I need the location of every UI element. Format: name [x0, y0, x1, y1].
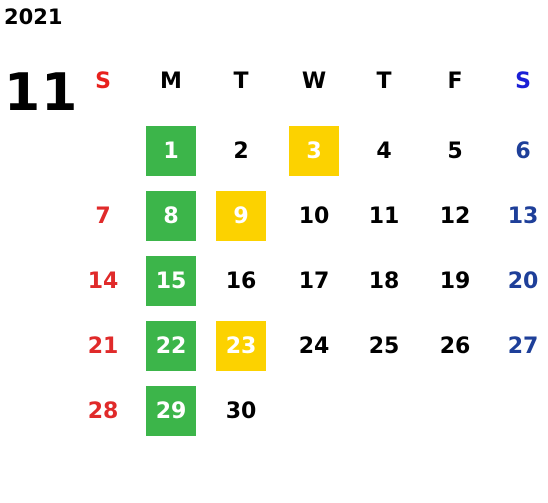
day-cell-8[interactable]: 8 — [146, 191, 196, 241]
weekday-header: F — [447, 68, 463, 94]
day-cell-24[interactable]: 24 — [298, 333, 330, 359]
day-cell-21[interactable]: 21 — [87, 333, 119, 359]
year-label: 2021 — [4, 5, 63, 29]
day-cell-10[interactable]: 10 — [298, 203, 330, 229]
day-cell-27[interactable]: 27 — [507, 333, 539, 359]
day-cell-29[interactable]: 29 — [146, 386, 196, 436]
day-cell-13[interactable]: 13 — [507, 203, 539, 229]
weekday-header: W — [301, 68, 327, 94]
weekday-header: S — [95, 68, 111, 94]
weekday-header: M — [160, 68, 182, 94]
day-cell-18[interactable]: 18 — [368, 268, 400, 294]
day-cell-23[interactable]: 23 — [216, 321, 266, 371]
day-cell-25[interactable]: 25 — [368, 333, 400, 359]
day-cell-3[interactable]: 3 — [289, 126, 339, 176]
day-cell-16[interactable]: 16 — [225, 268, 257, 294]
day-cell-28[interactable]: 28 — [87, 398, 119, 424]
day-cell-4[interactable]: 4 — [376, 138, 392, 164]
weekday-header: T — [376, 68, 392, 94]
day-cell-19[interactable]: 19 — [439, 268, 471, 294]
day-cell-20[interactable]: 20 — [507, 268, 539, 294]
day-cell-22[interactable]: 22 — [146, 321, 196, 371]
day-cell-14[interactable]: 14 — [87, 268, 119, 294]
day-cell-6[interactable]: 6 — [515, 138, 531, 164]
day-cell-26[interactable]: 26 — [439, 333, 471, 359]
day-cell-5[interactable]: 5 — [447, 138, 463, 164]
weekday-header: T — [233, 68, 249, 94]
day-cell-12[interactable]: 12 — [439, 203, 471, 229]
day-cell-11[interactable]: 11 — [368, 203, 400, 229]
weekday-header: S — [515, 68, 531, 94]
day-cell-2[interactable]: 2 — [233, 138, 249, 164]
day-cell-30[interactable]: 30 — [225, 398, 257, 424]
day-cell-9[interactable]: 9 — [216, 191, 266, 241]
day-cell-15[interactable]: 15 — [146, 256, 196, 306]
day-cell-7[interactable]: 7 — [95, 203, 111, 229]
month-number: 11 — [4, 63, 79, 123]
day-cell-1[interactable]: 1 — [146, 126, 196, 176]
day-cell-17[interactable]: 17 — [298, 268, 330, 294]
